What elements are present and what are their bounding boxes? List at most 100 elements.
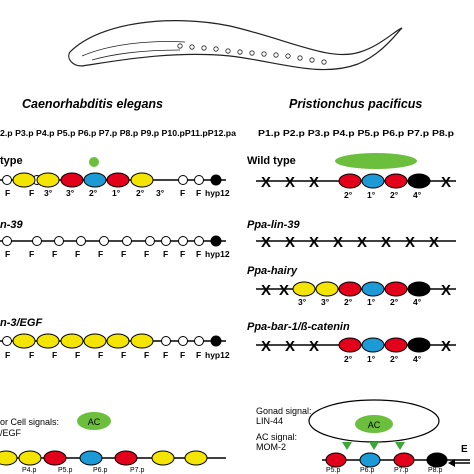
vpc-cell: [161, 336, 171, 346]
fate-label: F: [180, 350, 185, 360]
anchor-cell-signal: [335, 153, 417, 169]
cell-name: P6.p: [93, 467, 108, 474]
worm-cell-dot: [225, 48, 231, 54]
fate-label: F: [5, 350, 10, 360]
vpc-cell: [325, 452, 347, 468]
vpc-cell: [106, 172, 130, 188]
worm-cell-dot: [237, 49, 243, 55]
fate-label: 2°: [89, 188, 98, 198]
fate-label: F: [5, 249, 10, 259]
vpc-cell: [130, 172, 154, 188]
cell-name: P8.p: [428, 467, 443, 474]
fate-label: F: [121, 249, 126, 259]
signal-text: AC signal:: [256, 432, 297, 442]
fate-label: F: [196, 249, 201, 259]
x-mark: X: [441, 282, 451, 299]
cell-name: P6.p: [360, 467, 375, 474]
vpc-cell: [36, 172, 60, 188]
vpc-cell: [106, 333, 130, 349]
fate-label: 1°: [367, 297, 376, 307]
fate-label: F: [98, 249, 103, 259]
row-label: Wild type: [247, 155, 296, 167]
x-mark: X: [309, 338, 319, 355]
fate-label: F: [196, 350, 201, 360]
fate-label: 1°: [112, 188, 121, 198]
anchor-cell-label: AC: [88, 417, 101, 427]
row-label: type: [0, 155, 23, 167]
bottom-right-signal-model: Gonad signal: LIN-44 AC signal: MOM-2 AC…: [256, 399, 470, 474]
x-mark: X: [261, 338, 271, 355]
vpc-cell: [79, 450, 103, 466]
vpc-cell: [151, 450, 175, 466]
vpc-cell: [384, 281, 408, 297]
vpc-cell: [145, 236, 155, 246]
anchor-cell-marker: [89, 157, 99, 167]
vpc-cell: [83, 172, 107, 188]
cell-name: P7.p: [394, 467, 409, 474]
left-cell-labels: 2.p P3.p P4.p P5.p P6.p P7.p P8.p P9.p P…: [0, 129, 237, 138]
vpc-cell: [393, 452, 415, 468]
x-mark: X: [357, 234, 367, 251]
fate-label: 3°: [298, 297, 307, 307]
vpc-cell: [210, 174, 222, 186]
fate-label: F: [121, 350, 126, 360]
worm-cell-dot: [321, 59, 327, 65]
right-row-bar1: Ppa-bar-1/ß-catenin X X X X 2° 1° 2° 4°: [247, 321, 456, 364]
anchor-cell-label: AC: [368, 420, 381, 430]
x-mark: X: [261, 234, 271, 251]
x-mark: X: [441, 174, 451, 191]
worm-cell-dot: [273, 52, 279, 58]
fate-label: hyp12: [205, 249, 230, 259]
fate-label: F: [29, 249, 34, 259]
signal-arrowhead: [342, 442, 352, 450]
worm-cell-dot: [213, 46, 219, 52]
fate-label: F: [52, 249, 57, 259]
fate-label: F: [163, 350, 168, 360]
fate-label: 4°: [413, 354, 422, 364]
left-row-lin3: n-3/EGF F F F F F F F F F F hyp12: [0, 317, 230, 360]
fate-label: hyp12: [205, 188, 230, 198]
fate-label: F: [75, 249, 80, 259]
signal-arrowhead: [395, 442, 405, 450]
fate-label: F: [144, 249, 149, 259]
row-label: Ppa-bar-1/ß-catenin: [247, 321, 350, 333]
fate-label: 2°: [136, 188, 145, 198]
vpc-cell: [0, 450, 18, 466]
vpc-cell: [361, 337, 385, 353]
anchor-cell: [77, 412, 111, 430]
x-mark: X: [285, 174, 295, 191]
x-mark: X: [285, 338, 295, 355]
worm-cell-dot: [201, 45, 207, 51]
worm-cell-dot: [309, 57, 315, 63]
vpc-cell: [407, 173, 431, 189]
vpc-cell: [178, 175, 188, 185]
right-row-hairy: Ppa-hairy X X X 3° 3° 2° 1° 2° 4°: [247, 265, 456, 307]
vpc-cell: [12, 172, 36, 188]
fate-label: 1°: [367, 354, 376, 364]
x-mark: X: [405, 234, 415, 251]
fate-label: F: [196, 188, 201, 198]
vpc-cell: [359, 452, 381, 468]
vpc-cell: [83, 333, 107, 349]
fate-label: 2°: [344, 297, 353, 307]
worm-cell-dot: [249, 50, 255, 56]
fate-label: 2°: [344, 354, 353, 364]
vpc-cell: [36, 333, 60, 349]
edge-text: E: [461, 444, 468, 455]
vpc-cell: [338, 281, 362, 297]
vpc-cell: [194, 236, 204, 246]
x-mark: X: [261, 282, 271, 299]
fate-label: F: [163, 249, 168, 259]
vpc-cell: [161, 236, 171, 246]
fate-label: 2°: [390, 190, 399, 200]
vpc-cell: [210, 335, 222, 347]
fate-label: 4°: [413, 190, 422, 200]
fate-label: F: [5, 188, 10, 198]
vpc-cell: [184, 450, 208, 466]
worm-cell-dot: [261, 51, 267, 57]
vpc-cell: [194, 175, 204, 185]
signal-arrowhead: [369, 442, 379, 450]
worm-cell-dot: [285, 53, 291, 59]
vpc-cell: [54, 236, 64, 246]
